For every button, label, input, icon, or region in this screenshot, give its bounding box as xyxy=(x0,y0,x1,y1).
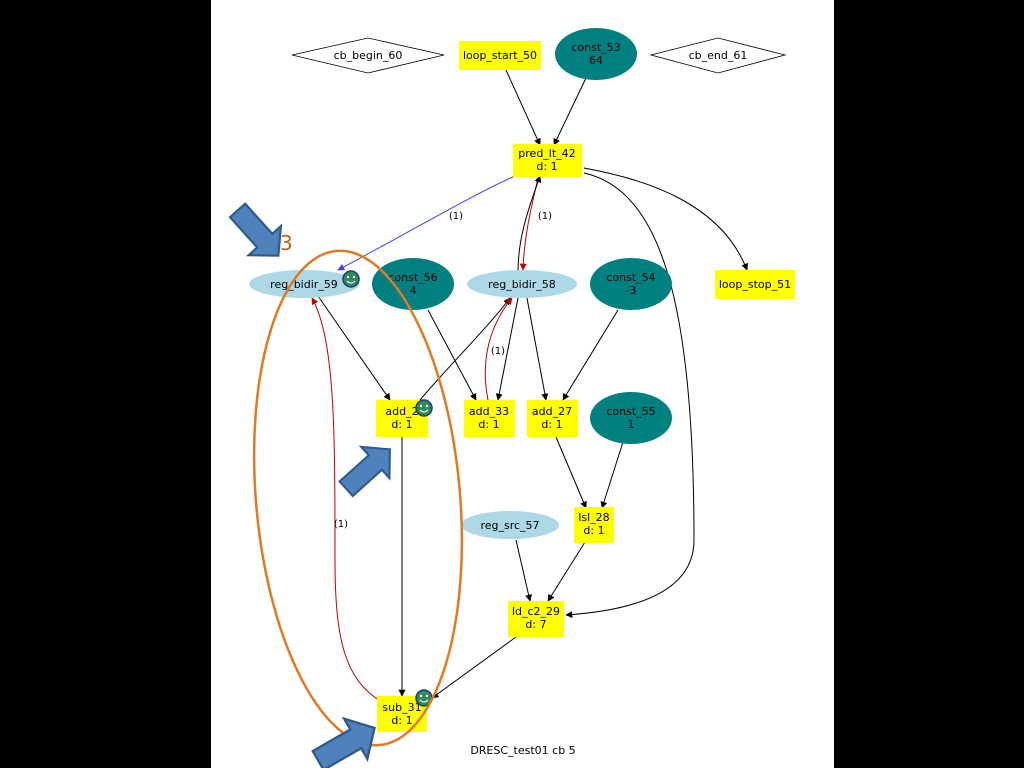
edge-reg58-add27 xyxy=(526,297,549,401)
node-pred-lt[interactable]: pred_lt_42 d: 1 xyxy=(513,144,582,177)
node-loop-stop-label: loop_stop_51 xyxy=(719,278,791,291)
node-lsl-label: lsl_28 xyxy=(578,511,609,524)
edge-add33-reg58 xyxy=(484,297,513,401)
node-const-53-label: const_53 xyxy=(571,41,620,54)
node-cb-begin-label: cb_begin_60 xyxy=(334,49,403,62)
node-const-54-value: -3 xyxy=(626,284,637,297)
node-ld-c2-delay: d: 7 xyxy=(525,618,546,631)
edge-sub-reg59 xyxy=(311,297,383,703)
node-reg-bidir-59-label: reg_bidir_59 xyxy=(270,278,338,291)
node-pred-lt-label: pred_lt_42 xyxy=(518,147,575,160)
edge-label-add33-reg58: (1) xyxy=(491,346,505,357)
node-add-33[interactable]: add_33 d: 1 xyxy=(464,400,515,437)
nodes: cb_begin_60 cb_end_61 loop_start_50 cons… xyxy=(249,28,795,732)
edge-reg58-add33 xyxy=(495,297,519,401)
node-add-2-label: add_2 xyxy=(385,405,418,418)
slide-background xyxy=(211,0,834,768)
pointer-arrows xyxy=(228,202,391,768)
node-add-2[interactable]: add_2 d: 1 xyxy=(376,400,428,437)
edge-add2-reg58 xyxy=(419,297,511,401)
node-reg-bidir-59[interactable]: reg_bidir_59 xyxy=(249,270,359,298)
node-reg-src-label: reg_src_57 xyxy=(480,519,539,532)
arrow-icon xyxy=(311,716,376,768)
annotation-number: 3 xyxy=(280,231,293,255)
node-sub-label: sub_31 xyxy=(382,701,421,714)
node-ld-c2-label: ld_c2_29 xyxy=(512,605,560,618)
node-loop-start-label: loop_start_50 xyxy=(463,49,537,62)
node-const-55-value: 1 xyxy=(628,418,635,431)
edge-label-sub-reg59: (1) xyxy=(334,519,348,530)
node-add-2-delay: d: 1 xyxy=(391,418,412,431)
edge-pred-reg58 xyxy=(519,177,539,271)
node-pred-lt-delay: d: 1 xyxy=(536,160,557,173)
node-const-56-label: const_56 xyxy=(388,271,437,284)
node-reg-bidir-58-label: reg_bidir_58 xyxy=(488,278,556,291)
diagram-caption: DRESC_test01 cb 5 xyxy=(470,744,575,757)
node-add-27[interactable]: add_27 d: 1 xyxy=(527,400,578,437)
node-const-55[interactable]: const_55 1 xyxy=(590,392,672,444)
node-const-54-label: const_54 xyxy=(606,271,655,284)
node-lsl[interactable]: lsl_28 d: 1 xyxy=(574,507,614,543)
arrow-icon xyxy=(228,202,283,257)
node-sub-delay: d: 1 xyxy=(391,714,412,727)
node-loop-stop[interactable]: loop_stop_51 xyxy=(715,270,795,299)
highlight-cycle-outline xyxy=(252,249,464,747)
edge-reg58-pred xyxy=(517,175,542,273)
node-const-54[interactable]: const_54 -3 xyxy=(590,258,672,310)
node-add-27-label: add_27 xyxy=(532,405,572,418)
edge-pred-reg59 xyxy=(337,175,516,271)
node-const-56-value: 4 xyxy=(410,284,417,297)
node-reg-src[interactable]: reg_src_57 xyxy=(461,511,559,539)
arrow-icon xyxy=(338,445,391,498)
edge-const53-pred xyxy=(553,77,587,146)
edge-label-pred-reg58: (1) xyxy=(538,211,552,222)
edge-loopstart-pred xyxy=(505,69,541,146)
edge-pred-loopstop xyxy=(583,167,748,271)
node-ld-c2[interactable]: ld_c2_29 d: 7 xyxy=(508,601,564,637)
edge-pred-ldc2 xyxy=(565,172,695,619)
node-loop-start[interactable]: loop_start_50 xyxy=(459,41,541,70)
edges xyxy=(311,69,748,703)
node-add-33-label: add_33 xyxy=(469,405,509,418)
edge-reg59-add2 xyxy=(317,295,391,401)
edge-const54-add27 xyxy=(562,309,619,401)
edge-add27-lsl xyxy=(555,436,587,509)
node-const-53[interactable]: const_53 64 xyxy=(555,28,637,80)
smiley-icon xyxy=(342,270,360,288)
node-const-56[interactable]: const_56 4 xyxy=(372,258,454,310)
edge-const55-lsl xyxy=(600,441,624,509)
edge-labels: (1) (1) (1) (1) xyxy=(334,211,552,530)
smiley-icon xyxy=(415,399,433,417)
edge-regsrc-ldc2 xyxy=(515,539,533,602)
node-add-33-delay: d: 1 xyxy=(478,418,499,431)
edge-ldc2-sub xyxy=(431,636,517,699)
node-cb-end[interactable]: cb_end_61 xyxy=(649,37,787,74)
node-cb-end-label: cb_end_61 xyxy=(689,49,748,62)
node-lsl-delay: d: 1 xyxy=(583,524,604,537)
node-reg-bidir-58[interactable]: reg_bidir_58 xyxy=(467,270,577,298)
node-const-55-label: const_55 xyxy=(606,405,655,418)
edge-lsl-ldc2 xyxy=(547,541,586,602)
edge-label-pred-reg59: (1) xyxy=(449,211,463,222)
node-const-53-value: 64 xyxy=(589,54,603,67)
node-add-27-delay: d: 1 xyxy=(541,418,562,431)
edge-const56-add33 xyxy=(427,309,477,401)
node-cb-begin[interactable]: cb_begin_60 xyxy=(291,37,445,74)
